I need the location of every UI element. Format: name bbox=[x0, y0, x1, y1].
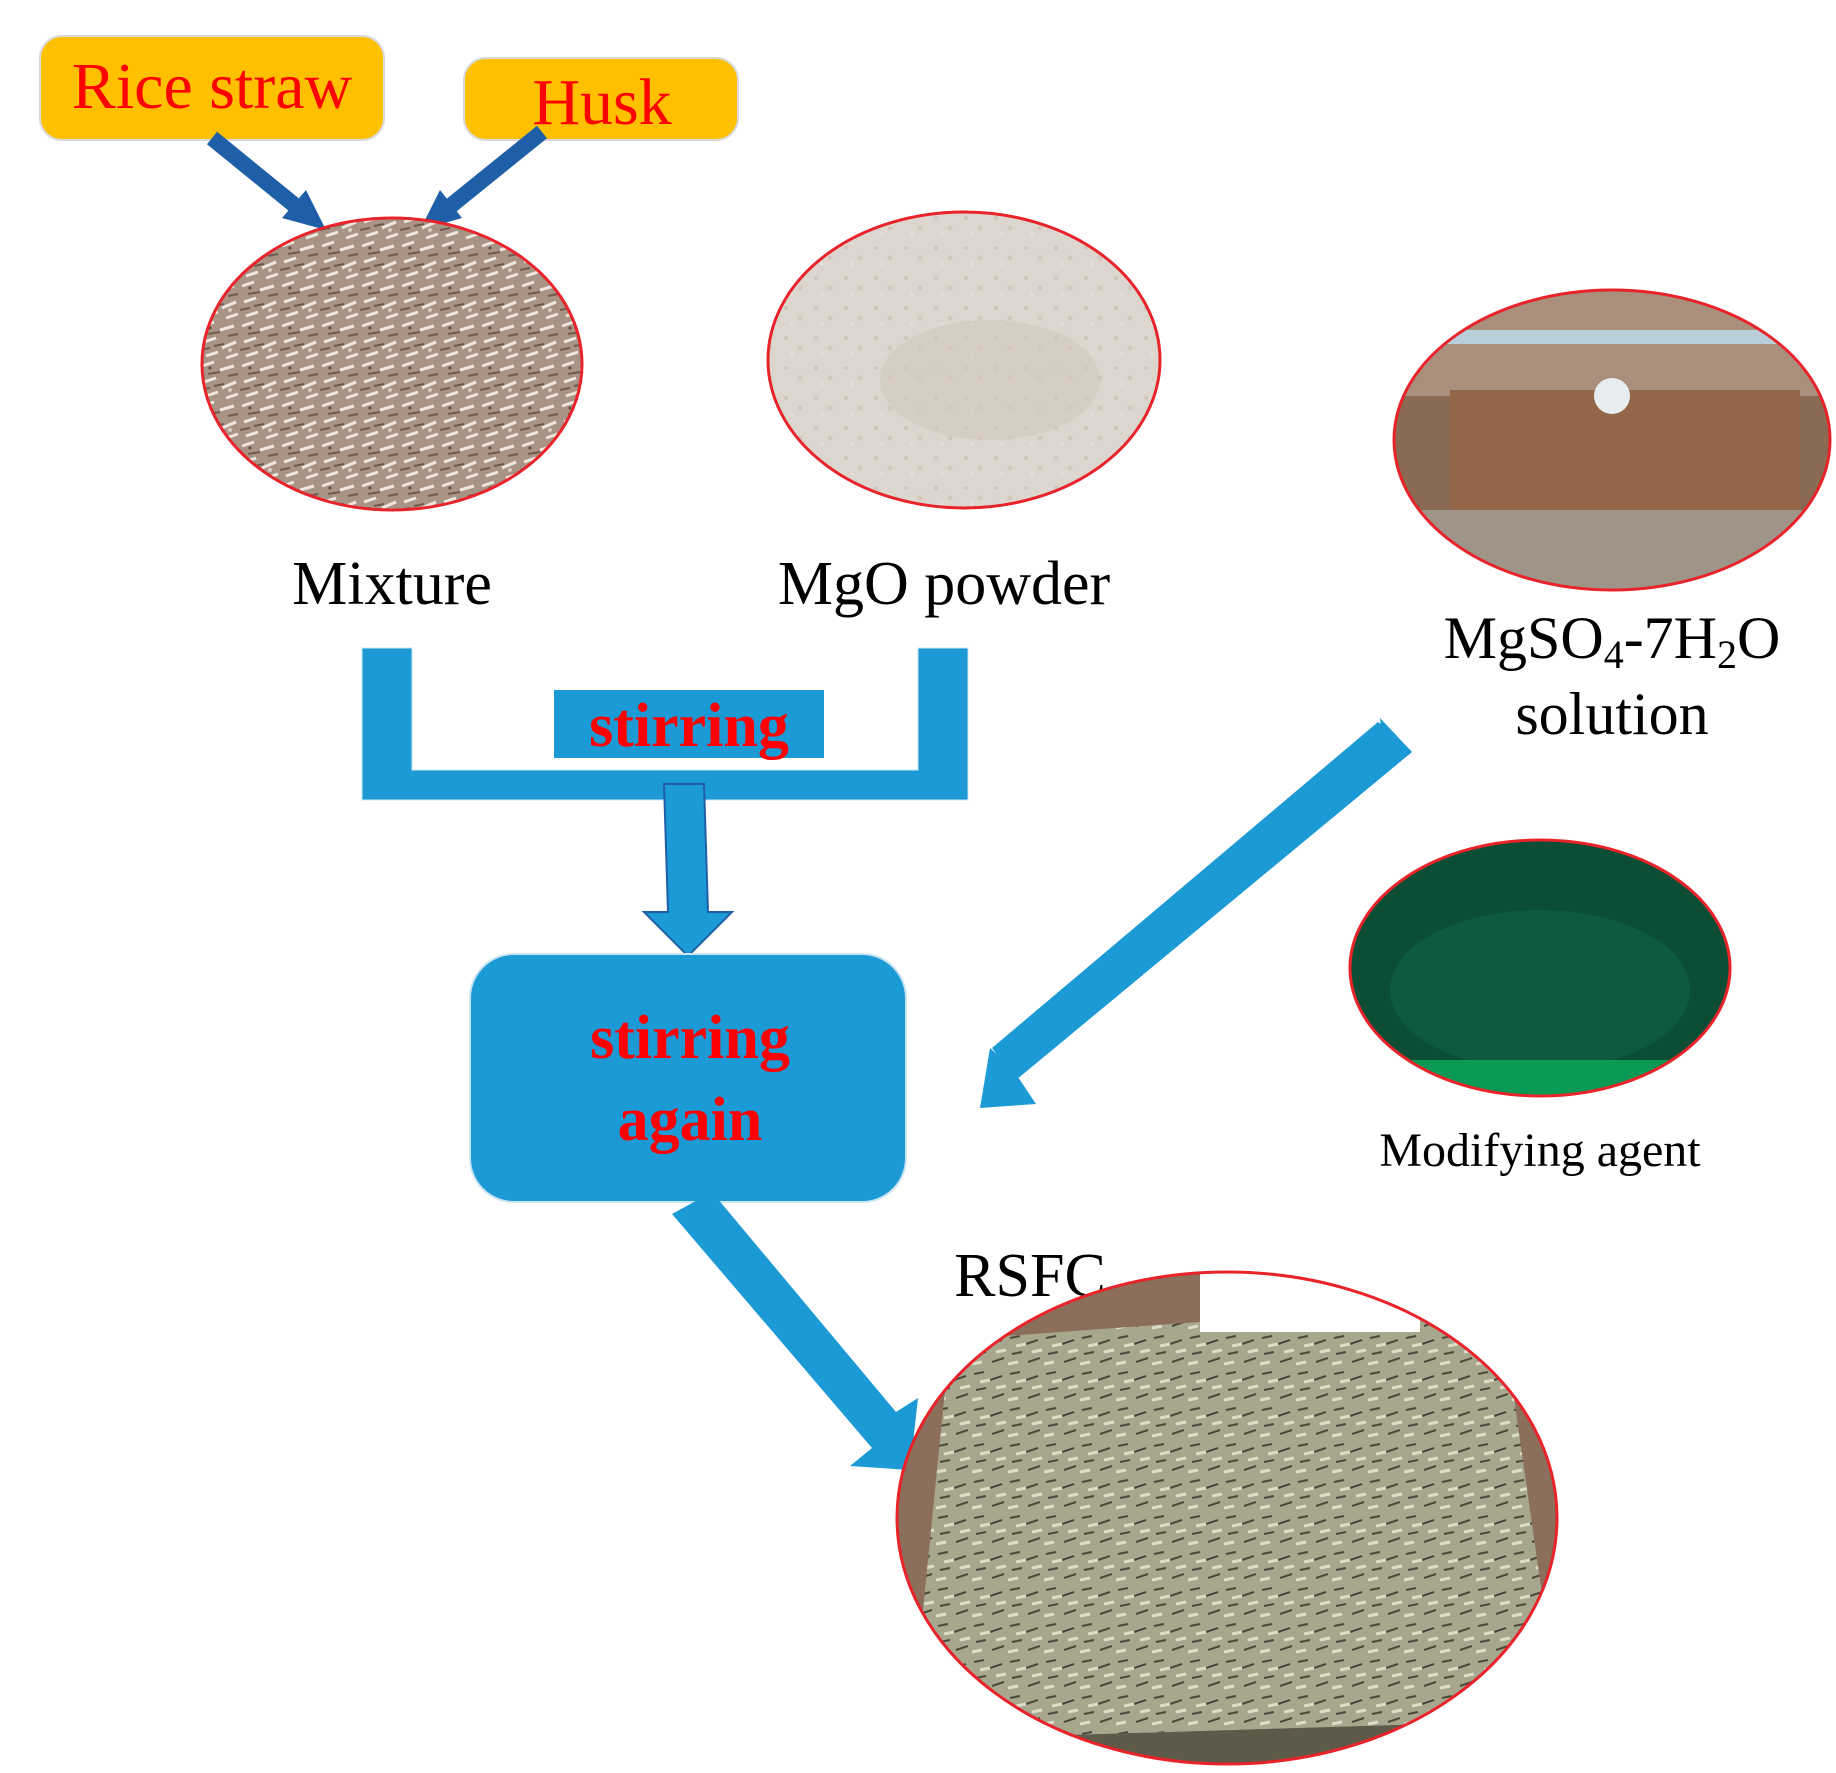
rice-straw-label-box: Rice straw bbox=[39, 35, 385, 141]
rice-straw-label: Rice straw bbox=[72, 50, 353, 123]
mgso4-formula-end: O bbox=[1737, 605, 1780, 671]
solution-label: solution bbox=[1515, 681, 1708, 747]
combine-bracket bbox=[361, 647, 969, 801]
down-arrow bbox=[641, 783, 735, 958]
stirring-label-box: stirring bbox=[554, 690, 824, 760]
stirring-label: stirring bbox=[589, 692, 789, 760]
mgso4-formula-sub4: 4 bbox=[1604, 632, 1624, 677]
mixture-photo bbox=[200, 216, 584, 512]
mgo-powder-label: MgO powder bbox=[778, 550, 1111, 618]
mgso4-to-stirring-arrow bbox=[980, 718, 1412, 1108]
rice-straw-to-mixture-arrow bbox=[206, 131, 326, 230]
stirring-to-rsfc-arrow bbox=[672, 1192, 918, 1470]
mgso4-formula-label: MgSO4-7H2O bbox=[1444, 605, 1781, 677]
rsfc-photo bbox=[895, 1262, 1559, 1766]
mgso4-formula-mid: -7H bbox=[1624, 605, 1717, 671]
stirring-again-line1: stirring bbox=[590, 1004, 790, 1072]
husk-to-mixture-arrow bbox=[420, 125, 548, 230]
stirring-again-box: stirring again bbox=[469, 953, 907, 1203]
mgso4-solution-photo bbox=[1392, 288, 1832, 592]
modifying-agent-label: Modifying agent bbox=[1379, 1124, 1701, 1177]
husk-label-box: Husk bbox=[463, 57, 739, 141]
mixture-label: Mixture bbox=[292, 550, 492, 618]
mgso4-formula-main: MgSO bbox=[1444, 605, 1604, 671]
mgso4-formula-sub2: 2 bbox=[1717, 632, 1737, 677]
modifying-agent-photo bbox=[1348, 838, 1732, 1098]
husk-label: Husk bbox=[532, 66, 671, 139]
stirring-again-line2: again bbox=[618, 1086, 763, 1154]
mgo-powder-photo bbox=[766, 210, 1162, 510]
